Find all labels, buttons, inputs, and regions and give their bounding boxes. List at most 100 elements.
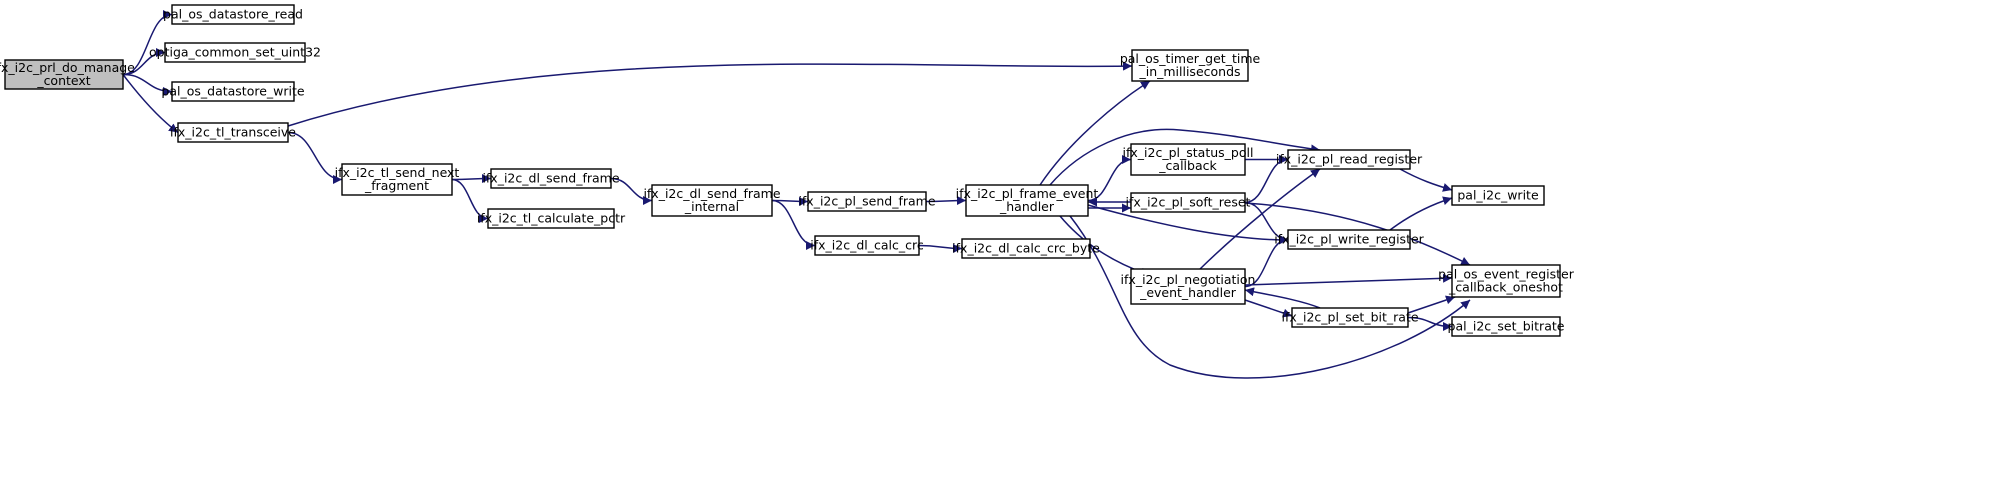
node-box	[164, 42, 306, 63]
node-label: ifx_i2c_tl_send_next	[335, 165, 460, 180]
function-node-calc-pctr[interactable]: ifx_i2c_tl_calculate_pctr	[477, 208, 626, 229]
call-edge-root-to-ds_write	[122, 73, 173, 96]
node-label: _in_milliseconds	[1138, 64, 1240, 79]
function-node-write-reg[interactable]: ifx_i2c_pl_write_register	[1274, 229, 1425, 250]
call-edge-bit_rate-to-set_bitrate	[1407, 316, 1453, 331]
node-label: ifx_i2c_pl_frame_event	[956, 186, 1099, 201]
node-label: _callback	[1158, 158, 1217, 173]
node-box	[1287, 149, 1411, 170]
function-node-transceive[interactable]: ifx_i2c_tl_transceive	[170, 122, 296, 143]
node-label: pal_os_timer_get_time	[1120, 51, 1261, 66]
function-node-bit-rate[interactable]: ifx_i2c_pl_set_bit_rate	[1281, 307, 1419, 328]
node-box	[1131, 49, 1249, 82]
call-edge-bit_rate-to-evt_reg	[1407, 295, 1456, 314]
call-edge-dl_crc-to-dl_crc_byte	[918, 243, 963, 253]
call-edge-send_next-to-calc_pctr	[451, 178, 489, 223]
call-edge-bit_rate-to-negot	[1244, 287, 1321, 309]
node-label: pal_os_datastore_read	[163, 7, 303, 22]
node-box	[171, 81, 295, 102]
call-edge-read_reg-to-pal_write	[1399, 168, 1453, 192]
call-edge-soft_reset-to-read_reg	[1244, 155, 1289, 204]
node-box	[490, 168, 612, 189]
function-node-send-next[interactable]: ifx_i2c_tl_send_next_fragment	[335, 163, 460, 196]
node-box	[961, 238, 1091, 259]
edge-layer	[122, 10, 1471, 379]
call-edge-negot-to-read_reg	[1199, 168, 1321, 270]
call-edge-negot-to-evt_reg	[1244, 273, 1453, 286]
node-box	[1451, 264, 1561, 298]
node-box	[177, 122, 289, 143]
node-label: pal_i2c_write	[1457, 188, 1539, 203]
function-node-evt-reg[interactable]: pal_os_event_register_callback_oneshot	[1438, 264, 1575, 298]
function-node-ds-read[interactable]: pal_os_datastore_read	[163, 4, 303, 25]
node-label: ifx_i2c_dl_send_frame	[643, 186, 780, 201]
function-node-dl-crc[interactable]: ifx_i2c_dl_calc_crc	[810, 235, 924, 256]
node-label: ifx_i2c_dl_calc_crc_byte	[952, 241, 1100, 256]
node-label: optiga_common_set_uint32	[149, 45, 321, 60]
node-box	[1130, 143, 1246, 176]
call-edge-frame_evt-to-read_reg	[1049, 128, 1321, 186]
node-label: ifx_i2c_tl_calculate_pctr	[477, 211, 626, 226]
call-edge-dl_send-to-dl_send_int	[610, 177, 653, 205]
function-node-set-uint32[interactable]: optiga_common_set_uint32	[149, 42, 321, 63]
node-box	[1130, 192, 1246, 213]
call-edge-frame_evt-to-timer	[1039, 80, 1151, 186]
function-node-dl-crc-byte[interactable]: ifx_i2c_dl_calc_crc_byte	[952, 238, 1100, 259]
call-edge-frame_evt-to-evt_reg	[1069, 215, 1471, 379]
node-label: ifx_i2c_pl_set_bit_rate	[1281, 310, 1418, 325]
node-box	[4, 59, 124, 90]
function-node-status-poll[interactable]: ifx_i2c_pl_status_poll_callback	[1123, 143, 1254, 176]
node-box	[171, 4, 295, 25]
node-box	[1287, 229, 1411, 250]
node-label: ifx_i2c_prl_do_manage	[0, 60, 135, 75]
call-edge-transceive-to-send_next	[287, 131, 343, 184]
node-label: _handler	[999, 199, 1055, 214]
call-edge-negot-to-bit_rate	[1244, 299, 1293, 318]
call-edge-root-to-ds_read	[122, 10, 173, 76]
function-node-ds-write[interactable]: pal_os_datastore_write	[161, 81, 305, 102]
call-edge-pl_send-to-frame_evt	[925, 196, 967, 206]
node-label: ifx_i2c_pl_negotiation	[1121, 272, 1256, 287]
function-node-root[interactable]: ifx_i2c_prl_do_manage_context	[0, 59, 135, 90]
node-label: ifx_i2c_pl_soft_reset	[1126, 195, 1251, 210]
node-label: ifx_i2c_pl_write_register	[1274, 232, 1424, 247]
node-label: ifx_i2c_pl_send_frame	[798, 194, 935, 209]
node-label: _context	[36, 73, 90, 88]
node-label: ifx_i2c_pl_status_poll	[1123, 145, 1254, 160]
node-label: _internal	[684, 199, 739, 214]
function-node-pl-send[interactable]: ifx_i2c_pl_send_frame	[798, 191, 936, 212]
function-node-set-bitrate[interactable]: pal_i2c_set_bitrate	[1448, 316, 1565, 337]
function-node-dl-send-int[interactable]: ifx_i2c_dl_send_frame_internal	[643, 184, 781, 217]
function-node-negot[interactable]: ifx_i2c_pl_negotiation_event_handler	[1121, 268, 1256, 305]
call-edge-send_next-to-dl_send	[451, 174, 492, 184]
call-edge-dl_send_int-to-dl_crc	[771, 199, 816, 250]
node-label: pal_i2c_set_bitrate	[1448, 319, 1565, 334]
node-box	[1451, 316, 1561, 337]
node-box	[1130, 268, 1246, 305]
node-label: _event_handler	[1139, 285, 1237, 300]
call-edge-write_reg-to-pal_write	[1389, 196, 1453, 231]
node-box	[341, 163, 453, 196]
node-label: ifx_i2c_dl_send_frame	[482, 171, 619, 186]
function-node-frame-evt[interactable]: ifx_i2c_pl_frame_event_handler	[956, 184, 1099, 217]
node-label: pal_os_event_register	[1438, 267, 1575, 282]
function-node-dl-send[interactable]: ifx_i2c_dl_send_frame	[482, 168, 620, 189]
call-edge-root-to-transceive	[122, 74, 179, 134]
call-edge-root-to-set_uint32	[122, 48, 166, 76]
function-node-read-reg[interactable]: ifx_i2c_pl_read_register	[1276, 149, 1423, 170]
call-edge-frame_evt-to-write_reg	[1087, 204, 1289, 245]
call-edge-transceive-to-timer	[287, 61, 1133, 127]
node-box	[1451, 185, 1545, 206]
function-node-soft-reset[interactable]: ifx_i2c_pl_soft_reset	[1126, 192, 1251, 213]
node-box	[487, 208, 615, 229]
function-node-pal-write[interactable]: pal_i2c_write	[1451, 185, 1545, 206]
node-label: ifx_i2c_tl_transceive	[170, 125, 296, 140]
node-box	[651, 184, 773, 217]
node-label: _callback_oneshot	[1448, 280, 1563, 295]
function-node-timer[interactable]: pal_os_timer_get_time_in_milliseconds	[1120, 49, 1261, 82]
node-box	[1291, 307, 1409, 328]
node-box	[965, 184, 1089, 217]
node-box	[807, 191, 927, 212]
node-layer: ifx_i2c_prl_do_manage_context pal_os_data…	[0, 4, 1575, 337]
